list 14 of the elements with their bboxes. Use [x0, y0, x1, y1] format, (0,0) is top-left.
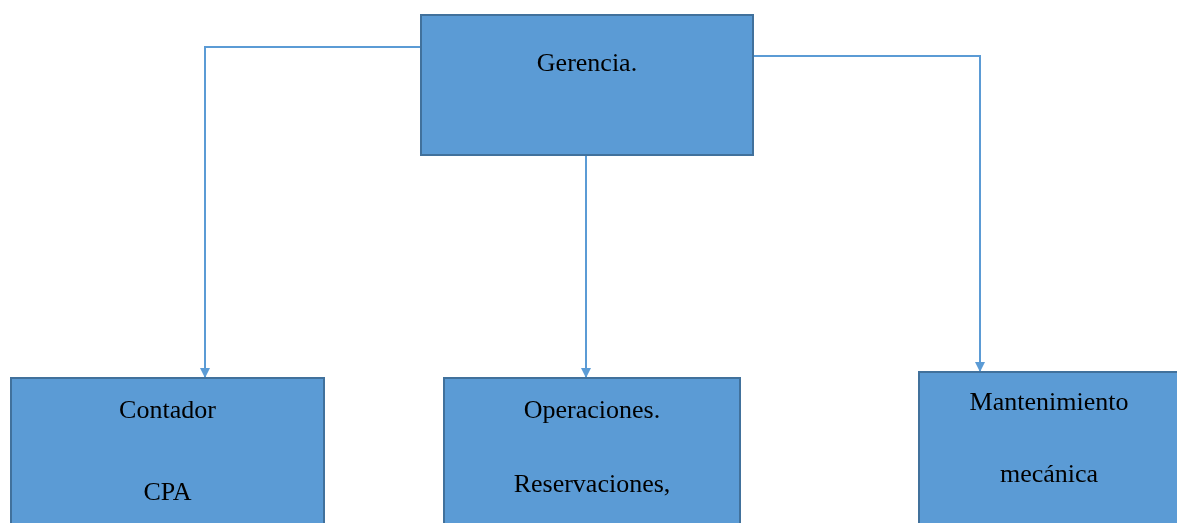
box-label: Mantenimiento — [969, 387, 1129, 417]
arrow — [753, 55, 985, 372]
box-label: mecánica — [999, 459, 1099, 489]
arrow — [200, 46, 421, 378]
box-label: CPA — [143, 477, 192, 507]
org-box — [918, 371, 1177, 523]
box-label: Operaciones. — [523, 395, 661, 425]
org-box — [443, 377, 741, 523]
box-label: Contador — [119, 395, 216, 425]
org-box — [10, 377, 325, 523]
box-label: Gerencia. — [536, 48, 638, 78]
arrow — [581, 155, 591, 378]
org-box — [420, 14, 754, 156]
box-label: Reservaciones, — [513, 469, 671, 499]
